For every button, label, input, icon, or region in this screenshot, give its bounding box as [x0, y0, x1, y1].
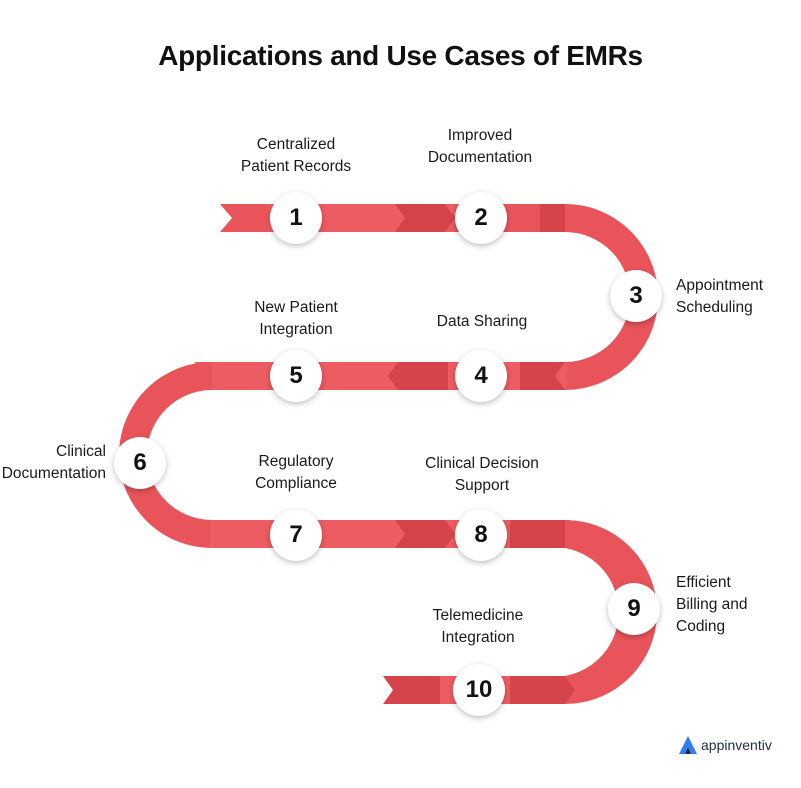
- step-node-3: 3: [610, 270, 662, 322]
- step-node-6: 6: [114, 437, 166, 489]
- step-node-8: 8: [455, 509, 507, 561]
- road-curve-right-1: [565, 204, 658, 390]
- step-node-9: 9: [608, 583, 660, 635]
- step-node-1: 1: [270, 192, 322, 244]
- step-label-4: Data Sharing: [436, 313, 528, 330]
- page-title: Applications and Use Cases of EMRs: [158, 40, 643, 71]
- step-label-3: Appointment Scheduling: [676, 277, 764, 316]
- step-label-10: Telemedicine Integration: [432, 607, 524, 646]
- road-chevron-1: [395, 204, 455, 232]
- step-label-1: Centralized Patient Records: [240, 136, 352, 175]
- road-chevron-6: [510, 520, 575, 548]
- step-label-7: Regulatory Compliance: [255, 453, 337, 492]
- step-node-4: 4: [455, 350, 507, 402]
- road-segment-4-5: [195, 362, 567, 390]
- brand-logo: appinventiv: [678, 735, 772, 755]
- step-label-6-text: Clinical Documentation: [1, 443, 106, 482]
- step-label-9: Efficient Billing and Coding: [676, 574, 748, 635]
- step-label-8: Clinical Decision Support: [425, 455, 539, 494]
- step-label-5: New Patient Integration: [254, 299, 338, 338]
- step-label-2: Improved Documentation: [427, 127, 533, 166]
- step-node-7: 7: [270, 509, 322, 561]
- step-label-6: Clinical Documentation: [0, 441, 106, 485]
- appinventiv-logo-icon: [679, 736, 697, 754]
- step-node-5: 5: [270, 350, 322, 402]
- road-chevron-5: [395, 520, 455, 548]
- road-curve-right-2: [565, 520, 657, 704]
- road-chevron-3: [388, 362, 448, 390]
- road-chevron-4: [520, 362, 565, 390]
- road-tail-end: [383, 676, 440, 704]
- road-tail-start: [220, 204, 268, 232]
- step-node-10: 10: [453, 664, 505, 716]
- brand-name: appinventiv: [701, 737, 772, 753]
- road-chevron-7: [510, 676, 575, 704]
- road-curve-left: [119, 362, 212, 548]
- step-node-2: 2: [455, 192, 507, 244]
